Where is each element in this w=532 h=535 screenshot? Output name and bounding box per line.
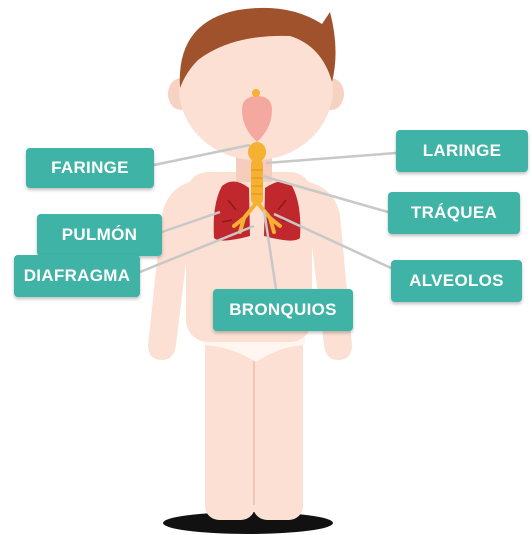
child-body: [148, 8, 352, 520]
label-pulmon: PULMÓN: [37, 214, 162, 256]
label-diafragma: DIAFRAGMA: [14, 255, 140, 297]
label-alveolos: ALVEOLOS: [391, 260, 522, 302]
label-faringe: FARINGE: [26, 148, 154, 188]
label-bronquios: BRONQUIOS: [213, 289, 353, 331]
trachea: [251, 160, 263, 204]
label-laringe: LARINGE: [396, 130, 528, 172]
nose-point: [252, 89, 260, 97]
larynx: [248, 142, 266, 162]
left-leg: [205, 330, 255, 520]
label-traquea: TRÁQUEA: [388, 192, 520, 234]
